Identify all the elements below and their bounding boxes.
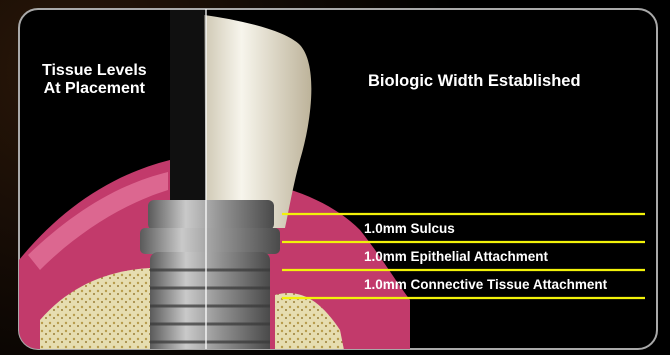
left-title-line2: At Placement <box>42 80 147 98</box>
implant-neck <box>140 228 280 254</box>
crown-shadow <box>170 10 206 228</box>
right-title: Biologic Width Established <box>368 72 581 91</box>
left-title: Tissue Levels At Placement <box>42 62 147 99</box>
measurement-sulcus: 1.0mm Sulcus <box>364 221 455 236</box>
measurement-connective: 1.0mm Connective Tissue Attachment <box>364 277 607 292</box>
implant-body <box>150 252 270 355</box>
left-title-line1: Tissue Levels <box>42 62 147 80</box>
measurement-epithelial: 1.0mm Epithelial Attachment <box>364 249 548 264</box>
abutment <box>148 200 274 230</box>
